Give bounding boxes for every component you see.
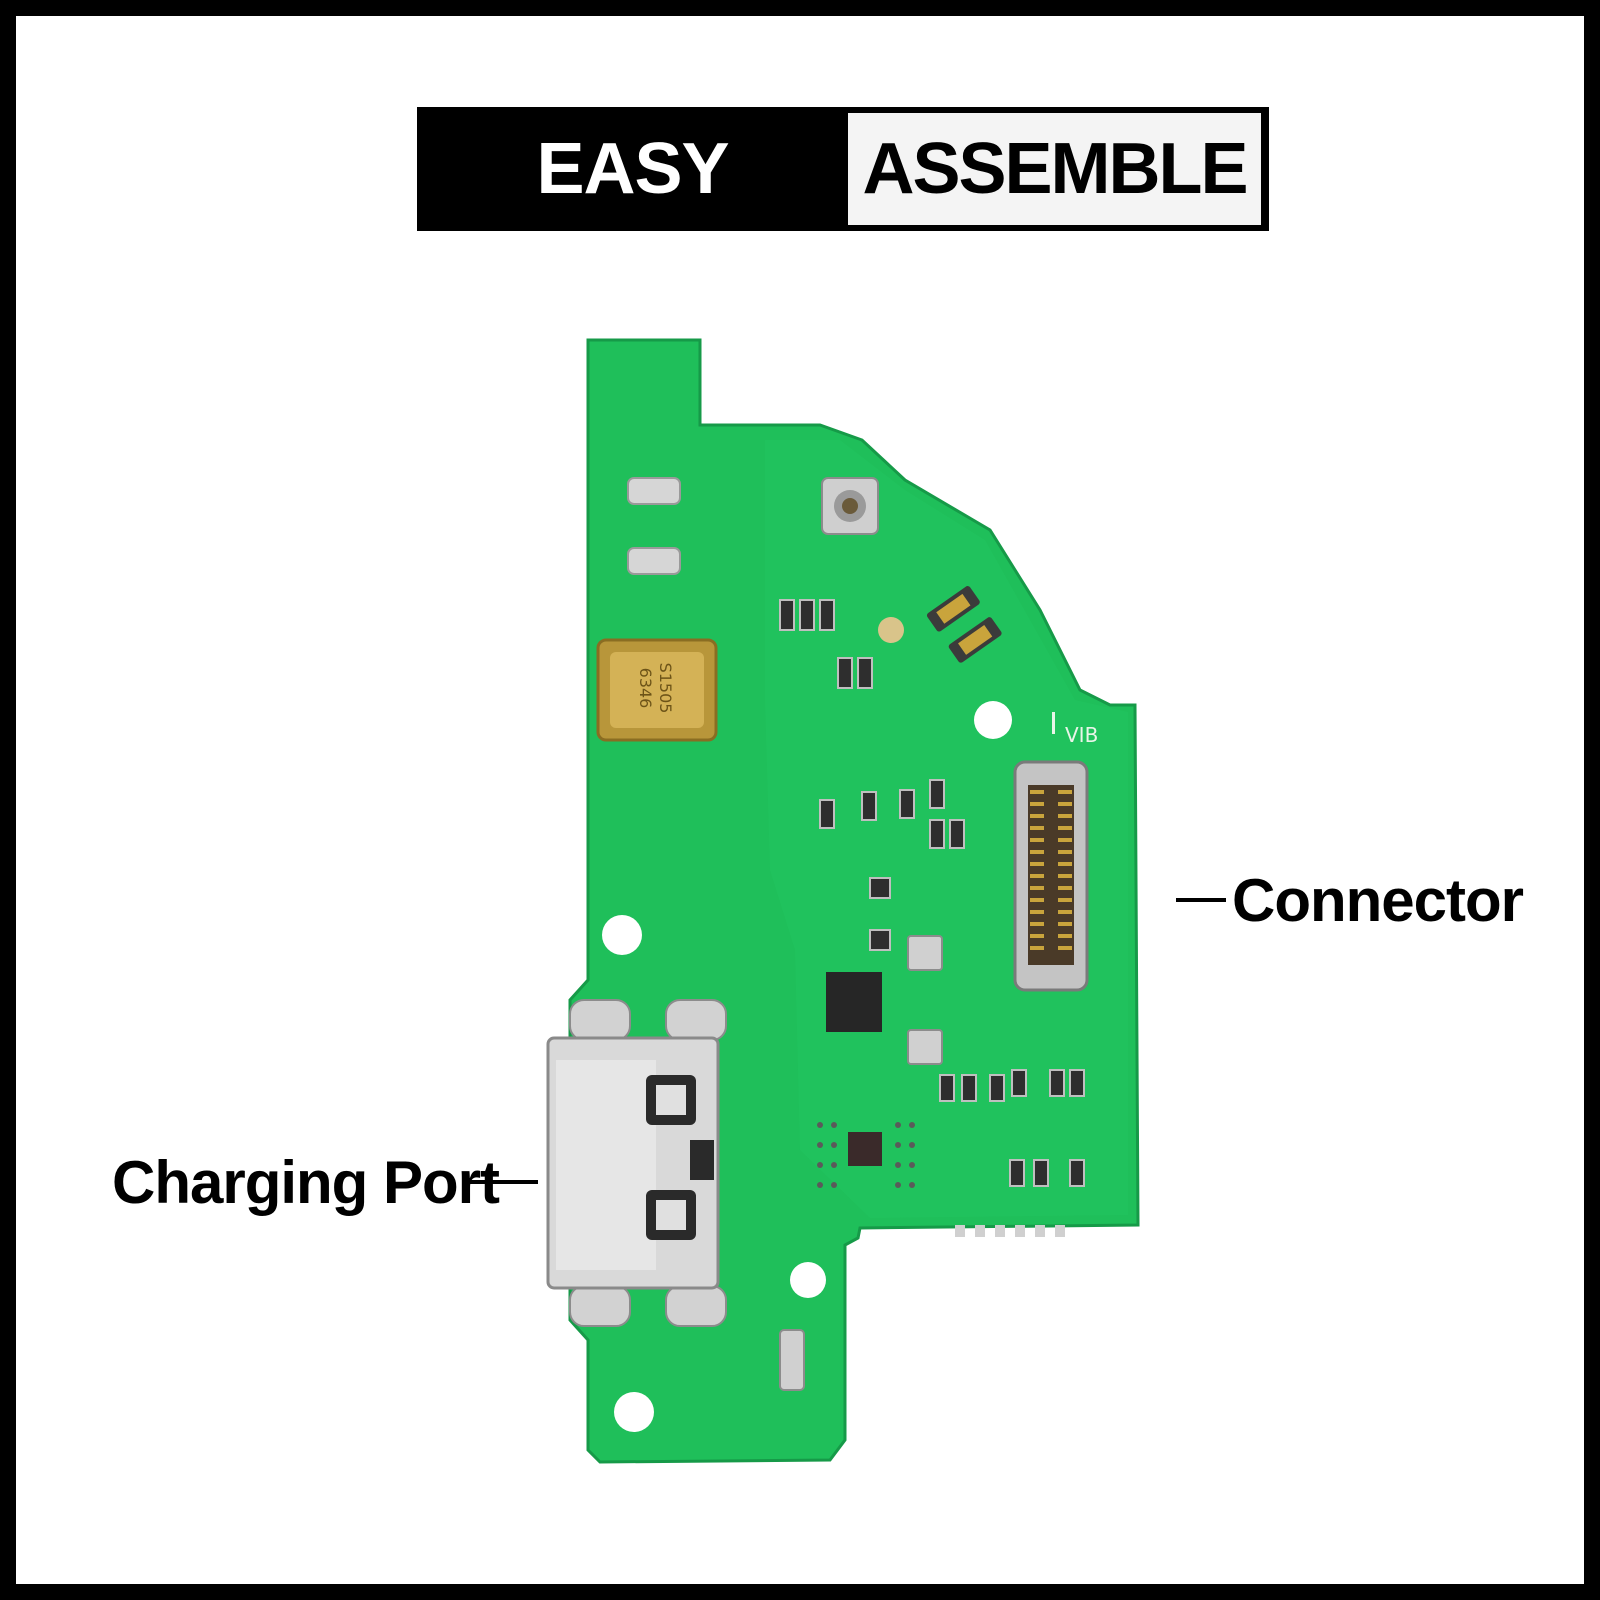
- metal-pad: [907, 935, 943, 971]
- mic-marking-1: S1505: [656, 663, 675, 714]
- mounting-hole: [790, 1262, 826, 1298]
- mounting-hole: [602, 915, 642, 955]
- banner: EASY ASSEMBLE: [417, 107, 1269, 231]
- connector-leader-line: [1176, 898, 1226, 902]
- charging-port-connector: [546, 999, 727, 1327]
- banner-assemble-text: ASSEMBLE: [848, 113, 1261, 225]
- ic-chip: [826, 972, 882, 1032]
- edge-contacts: [955, 1225, 1065, 1237]
- product-image-frame: EASY ASSEMBLE S1505 6346: [16, 16, 1584, 1584]
- connector-label: Connector: [1232, 867, 1524, 934]
- metal-pad: [907, 1029, 943, 1065]
- metal-contact: [779, 1329, 805, 1391]
- metal-contact: [627, 547, 681, 575]
- charging-port-label: Charging Port: [112, 1149, 500, 1216]
- gold-pad-group: [926, 586, 1002, 663]
- ic-chip: [848, 1132, 882, 1166]
- test-pad: [878, 617, 904, 643]
- metal-contact: [627, 477, 681, 505]
- connector-pins: [1030, 790, 1072, 950]
- bga-dots: [817, 1122, 915, 1188]
- mounting-hole: [614, 1392, 654, 1432]
- smd-components: [779, 599, 1085, 1187]
- banner-easy-text: EASY: [536, 129, 729, 209]
- mounting-hole: [974, 701, 1012, 739]
- pcb-board-illustration: S1505 6346 VIB: [546, 338, 1140, 1464]
- mic-marking-2: 6346: [636, 668, 655, 709]
- silkscreen-vib: VIB: [1065, 723, 1098, 747]
- charging-port-leader-line: [468, 1180, 538, 1184]
